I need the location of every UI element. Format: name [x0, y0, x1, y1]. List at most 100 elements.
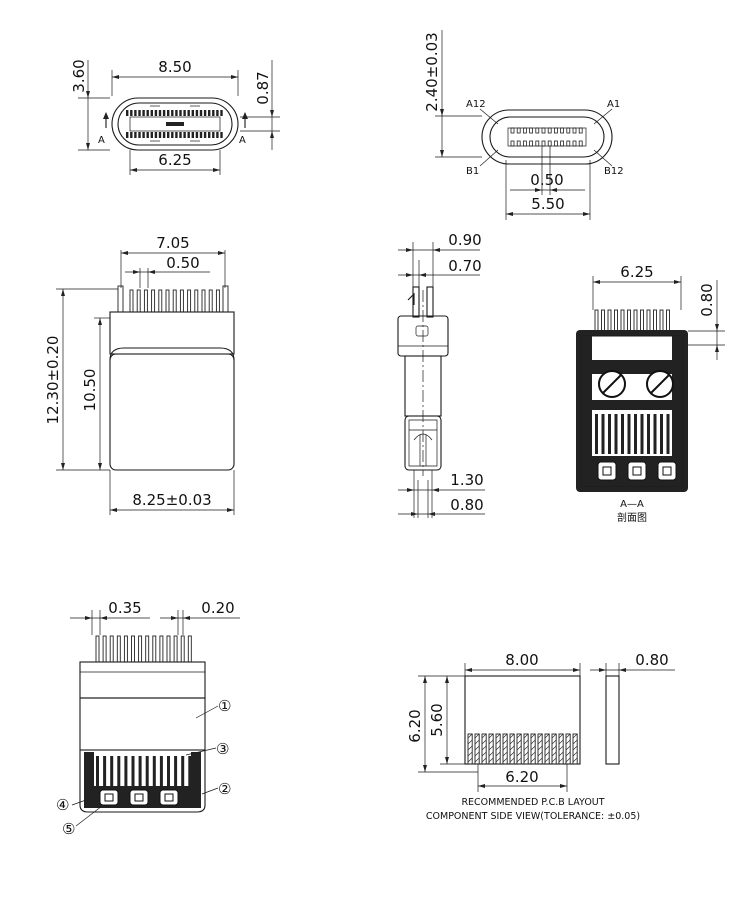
front-pin [183, 132, 186, 138]
section-width-dim: 6.25 [620, 263, 653, 281]
parts-contact [152, 756, 156, 786]
parts-view: 0.35 0.20 ① ② ③ ④ ⑤ [56, 599, 240, 838]
pcb-pad-hatch [467, 757, 473, 763]
front-pin [126, 132, 129, 138]
pcb-pad-hatch [523, 733, 529, 739]
front-pin [179, 132, 182, 138]
pcb-width-dim: 8.00 [505, 651, 538, 669]
pcb-pad-hatch [481, 751, 487, 757]
front-pins-top [126, 110, 223, 116]
pcb-pad-hatch [509, 739, 515, 745]
parts-top-pins [95, 635, 192, 663]
side-pin-left [412, 286, 420, 318]
top-pin [172, 289, 177, 313]
section-contact [614, 414, 618, 454]
parts-contact [103, 756, 107, 786]
pcb-pad-hatch [488, 739, 494, 745]
pcb-pad-hatch [558, 757, 564, 763]
parts-contact [188, 756, 192, 786]
front-pin [195, 132, 199, 138]
parts-pin [166, 635, 171, 663]
pcb-pad-hatch [558, 739, 564, 745]
front-pin [175, 110, 178, 116]
pcb-pad [467, 733, 473, 765]
pcb-pad-hatch [516, 733, 522, 739]
pcb-side-strip [605, 675, 620, 765]
parts-contact [145, 756, 149, 786]
pcb-pad-hatch [488, 757, 494, 763]
callout-1: ① [218, 697, 231, 715]
front-view: 8.50 3.60 A A 6.25 0.87 [70, 58, 280, 175]
pcb-pad-hatch [502, 751, 508, 757]
pcb-pad-hatch [481, 757, 487, 763]
front-pin [220, 132, 223, 138]
front-pin [203, 110, 207, 116]
top-pin [129, 289, 134, 313]
top-mount-tab [117, 285, 124, 313]
pin-contact [529, 127, 533, 134]
pin-contact [535, 140, 540, 147]
pcb-pad-hatch [488, 745, 494, 751]
pcb-pad-hatch [495, 733, 501, 739]
pcb-pad-hatch [474, 733, 480, 739]
parts-contact [174, 756, 178, 786]
pcb-pad-hatch [474, 745, 480, 751]
pin-span-dim: 5.50 [531, 195, 564, 213]
pcb-pad-hatch [537, 733, 543, 739]
side-plug-detail [408, 419, 438, 467]
pcb-pad-hatch [558, 733, 564, 739]
section-wall-right [672, 336, 682, 486]
callout-3: ③ [216, 740, 229, 758]
pcb-layout: 8.00 0.80 6.20 5.60 6.20 RECOMMENDED P.C… [406, 651, 675, 822]
pcb-outline [464, 675, 581, 765]
parts-pin [180, 635, 185, 663]
parts-contact [167, 756, 170, 786]
front-tongue [129, 116, 221, 132]
pcb-pad-hatch [495, 739, 501, 745]
top-pin [201, 289, 206, 313]
front-pin [208, 110, 211, 116]
top-pin [187, 289, 192, 313]
pcb-pad [523, 733, 529, 765]
parts-pin [131, 635, 135, 663]
top-pin [208, 289, 213, 313]
front-pin [183, 110, 186, 116]
parts-pin [123, 635, 128, 663]
section-contact [627, 414, 631, 454]
front-height-dim: 3.60 [70, 59, 88, 92]
pcb-pad [565, 733, 571, 765]
front-pin [171, 132, 174, 138]
pcb-pad-hatch [565, 733, 571, 739]
front-pin [208, 132, 211, 138]
top-pin [158, 289, 163, 313]
front-pin [138, 110, 141, 116]
parts-pin [95, 635, 100, 663]
pcb-pad-hatch [523, 751, 529, 757]
parts-contact [110, 756, 114, 786]
front-pin [203, 132, 207, 138]
pcb-pad-hatch [474, 751, 480, 757]
top-body-width-dim: 8.25±0.03 [132, 491, 211, 509]
pcb-thickness-dim: 0.80 [635, 651, 668, 669]
pin-contact [541, 140, 546, 147]
pcb-pad [488, 733, 494, 765]
section-title: A—A [620, 499, 644, 510]
pcb-pad-hatch [572, 751, 578, 757]
front-pin [212, 110, 215, 116]
front-pin [134, 132, 137, 138]
side-top-dim-2: 0.70 [448, 257, 481, 275]
pcb-pad-hatch [565, 745, 571, 751]
parts-contact [117, 756, 121, 786]
front-pin [162, 110, 166, 116]
pin-contact [547, 127, 552, 134]
pcb-pad-hatch [509, 745, 515, 751]
pcb-pad [502, 733, 508, 765]
pin-contact [578, 140, 583, 147]
pin-contact [566, 140, 571, 147]
section-caption: 剖面图 [617, 511, 647, 524]
top-view: 7.05 0.50 12.30±0.20 10.50 8.25±0.03 [44, 234, 235, 515]
pcb-pad-hatch [488, 751, 494, 757]
pcb-pad-hatch [495, 757, 501, 763]
pin-contact [554, 127, 558, 134]
pcb-pad-hatch [572, 733, 578, 739]
